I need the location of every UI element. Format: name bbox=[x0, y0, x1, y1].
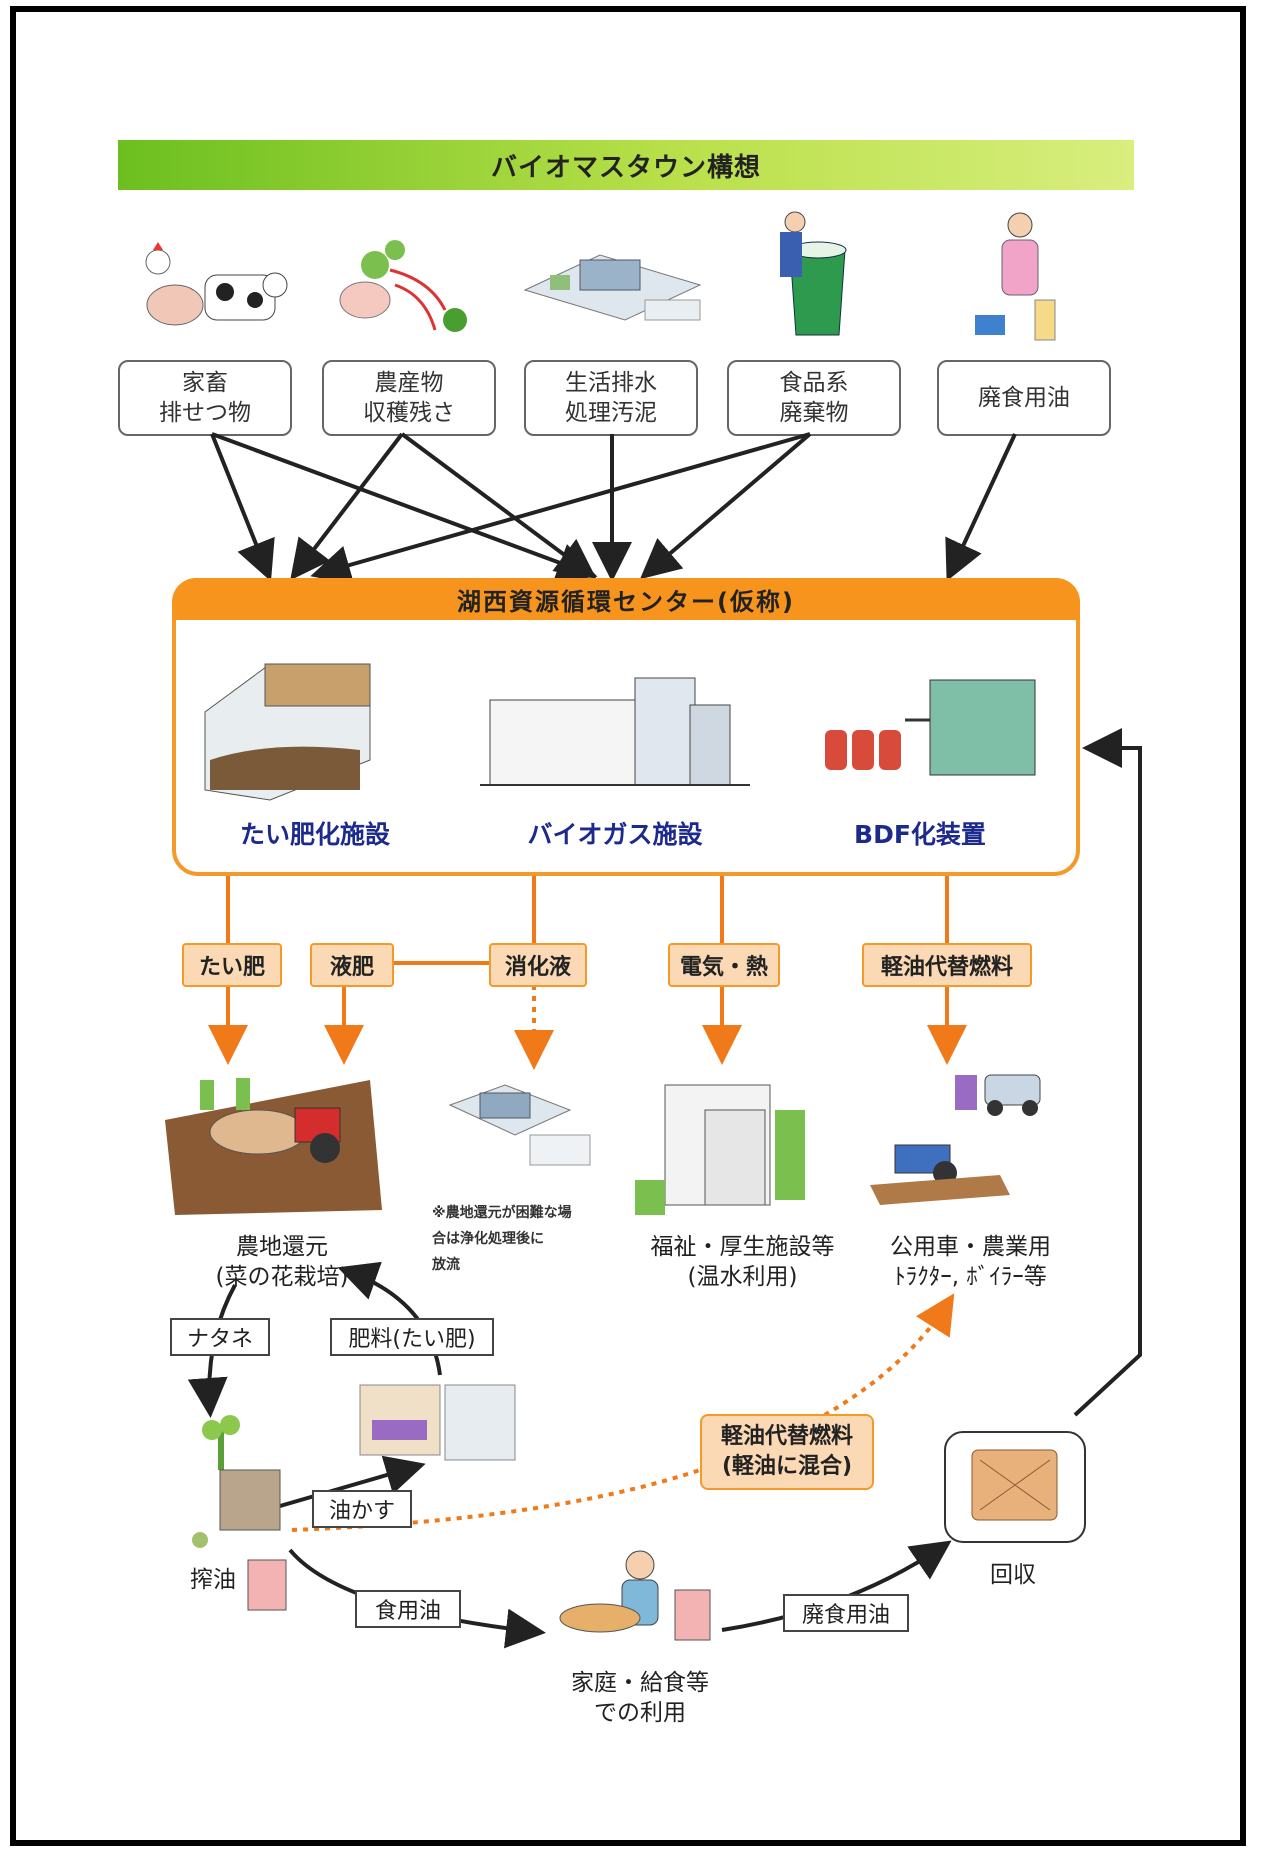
livestock-icon bbox=[145, 242, 288, 326]
source-line1: 生活排水 bbox=[565, 370, 657, 396]
arrow-food-compost bbox=[310, 432, 811, 585]
use-line1: 公用車・農業用 bbox=[890, 1234, 1051, 1260]
arrow-pressing-oilcake bbox=[279, 1455, 426, 1508]
rapeseed-plant-icon bbox=[202, 1415, 240, 1470]
label-pressing: 搾油 bbox=[190, 1567, 236, 1593]
fertilizer-scene-icon bbox=[359, 1384, 516, 1461]
diagram-title: バイオマスタウン構想 bbox=[118, 140, 1134, 190]
source-waste-oil: 廃食用油 bbox=[937, 360, 1111, 436]
source-line1: 農産物 bbox=[374, 370, 444, 396]
arrow-return-collection bbox=[1073, 728, 1142, 1417]
sewage-plant-icon bbox=[523, 254, 702, 321]
page-frame bbox=[10, 6, 1246, 1846]
source-line1: 家畜 bbox=[182, 370, 228, 396]
arrow-food-biogas bbox=[639, 432, 812, 580]
arrow-crop-biogas bbox=[400, 432, 597, 579]
use-welfare-facilities: 福祉・厚生施設等 (温水利用) bbox=[640, 1232, 845, 1292]
source-line2: 排せつ物 bbox=[159, 400, 251, 426]
source-sewage-sludge: 生活排水 処理汚泥 bbox=[524, 360, 698, 436]
resource-center-title: 湖西資源循環センター(仮称) bbox=[172, 578, 1080, 620]
use-line1: 農地還元 bbox=[236, 1234, 328, 1260]
arrow-livestock-compost bbox=[210, 433, 275, 582]
welfare-building-icon bbox=[635, 1084, 805, 1215]
use-vehicles: 公用車・農業用 ﾄﾗｸﾀｰ, ﾎﾞｲﾗｰ等 bbox=[878, 1232, 1063, 1292]
facility-bdf: BDF化装置 bbox=[854, 820, 986, 849]
arrow-fertilizer-farmland bbox=[337, 1261, 442, 1376]
note-line2: 合は浄化処理後に bbox=[432, 1231, 544, 1247]
bdf-device-icon bbox=[825, 679, 1036, 776]
waste-cooking-oil-icon bbox=[975, 212, 1056, 341]
label-waste-oil: 廃食用油 bbox=[783, 1594, 909, 1632]
output-digestate: 消化液 bbox=[489, 943, 587, 987]
use-line2: (菜の花栽培) bbox=[215, 1264, 349, 1290]
note-line1: ※農地還元が困難な場 bbox=[432, 1205, 572, 1221]
vehicles-icon bbox=[870, 1074, 1041, 1205]
use-line2: (温水利用) bbox=[687, 1264, 798, 1290]
output-liquid-fertilizer: 液肥 bbox=[310, 943, 394, 987]
facility-biogas: バイオガス施設 bbox=[527, 820, 703, 849]
source-line1: 食品系 bbox=[779, 370, 849, 396]
fuel-mix-line1: 軽油代替燃料 bbox=[720, 1424, 853, 1449]
source-line2: 収穫残さ bbox=[363, 400, 455, 426]
collection-container-icon bbox=[944, 1431, 1086, 1543]
label-fuel-mix: 軽油代替燃料 (軽油に混合) bbox=[700, 1414, 874, 1490]
label-household-use: 家庭・給食等 での利用 bbox=[565, 1668, 715, 1728]
source-crop-residue: 農産物 収穫残さ bbox=[322, 360, 496, 436]
use-farmland: 農地還元 (菜の花栽培) bbox=[182, 1232, 382, 1292]
source-livestock: 家畜 排せつ物 bbox=[118, 360, 292, 436]
farmland-tractor-icon bbox=[165, 1078, 382, 1215]
crop-residue-icon bbox=[339, 240, 467, 332]
discharge-note: ※農地還元が困難な場 合は浄化処理後に 放流 bbox=[432, 1200, 617, 1278]
household-cooking-icon bbox=[559, 1550, 711, 1641]
arrow-oil-bdf bbox=[945, 433, 1017, 582]
compost-facility-icon bbox=[204, 663, 371, 801]
use-line2: ﾄﾗｸﾀｰ, ﾎﾞｲﾗｰ等 bbox=[894, 1264, 1047, 1290]
source-line2: 廃棄物 bbox=[779, 400, 849, 426]
oil-press-icon bbox=[192, 1469, 287, 1611]
household-line2: での利用 bbox=[594, 1700, 686, 1726]
arrow-livestock-biogas bbox=[211, 432, 598, 582]
note-line3: 放流 bbox=[432, 1257, 460, 1273]
output-diesel-substitute: 軽油代替燃料 bbox=[862, 943, 1032, 987]
output-compost: たい肥 bbox=[182, 943, 282, 987]
food-waste-icon bbox=[780, 211, 847, 336]
source-line2: 処理汚泥 bbox=[565, 400, 657, 426]
use-line1: 福祉・厚生施設等 bbox=[650, 1234, 835, 1260]
label-rapeseed: ナタネ bbox=[170, 1318, 270, 1356]
household-line1: 家庭・給食等 bbox=[571, 1670, 709, 1696]
label-fertilizer: 肥料(たい肥) bbox=[330, 1318, 494, 1356]
label-collection: 回収 bbox=[990, 1562, 1036, 1588]
biogas-facility-icon bbox=[480, 677, 750, 786]
output-electricity-heat: 電気・熱 bbox=[668, 943, 780, 987]
fuel-mix-line2: (軽油に混合) bbox=[721, 1454, 853, 1479]
source-line1: 廃食用油 bbox=[978, 385, 1070, 411]
facility-compost: たい肥化施設 bbox=[239, 820, 390, 849]
label-edible-oil: 食用油 bbox=[355, 1590, 461, 1628]
house-icon bbox=[448, 1084, 591, 1166]
source-food-waste: 食品系 廃棄物 bbox=[727, 360, 901, 436]
label-oil-cake: 油かす bbox=[312, 1490, 412, 1528]
